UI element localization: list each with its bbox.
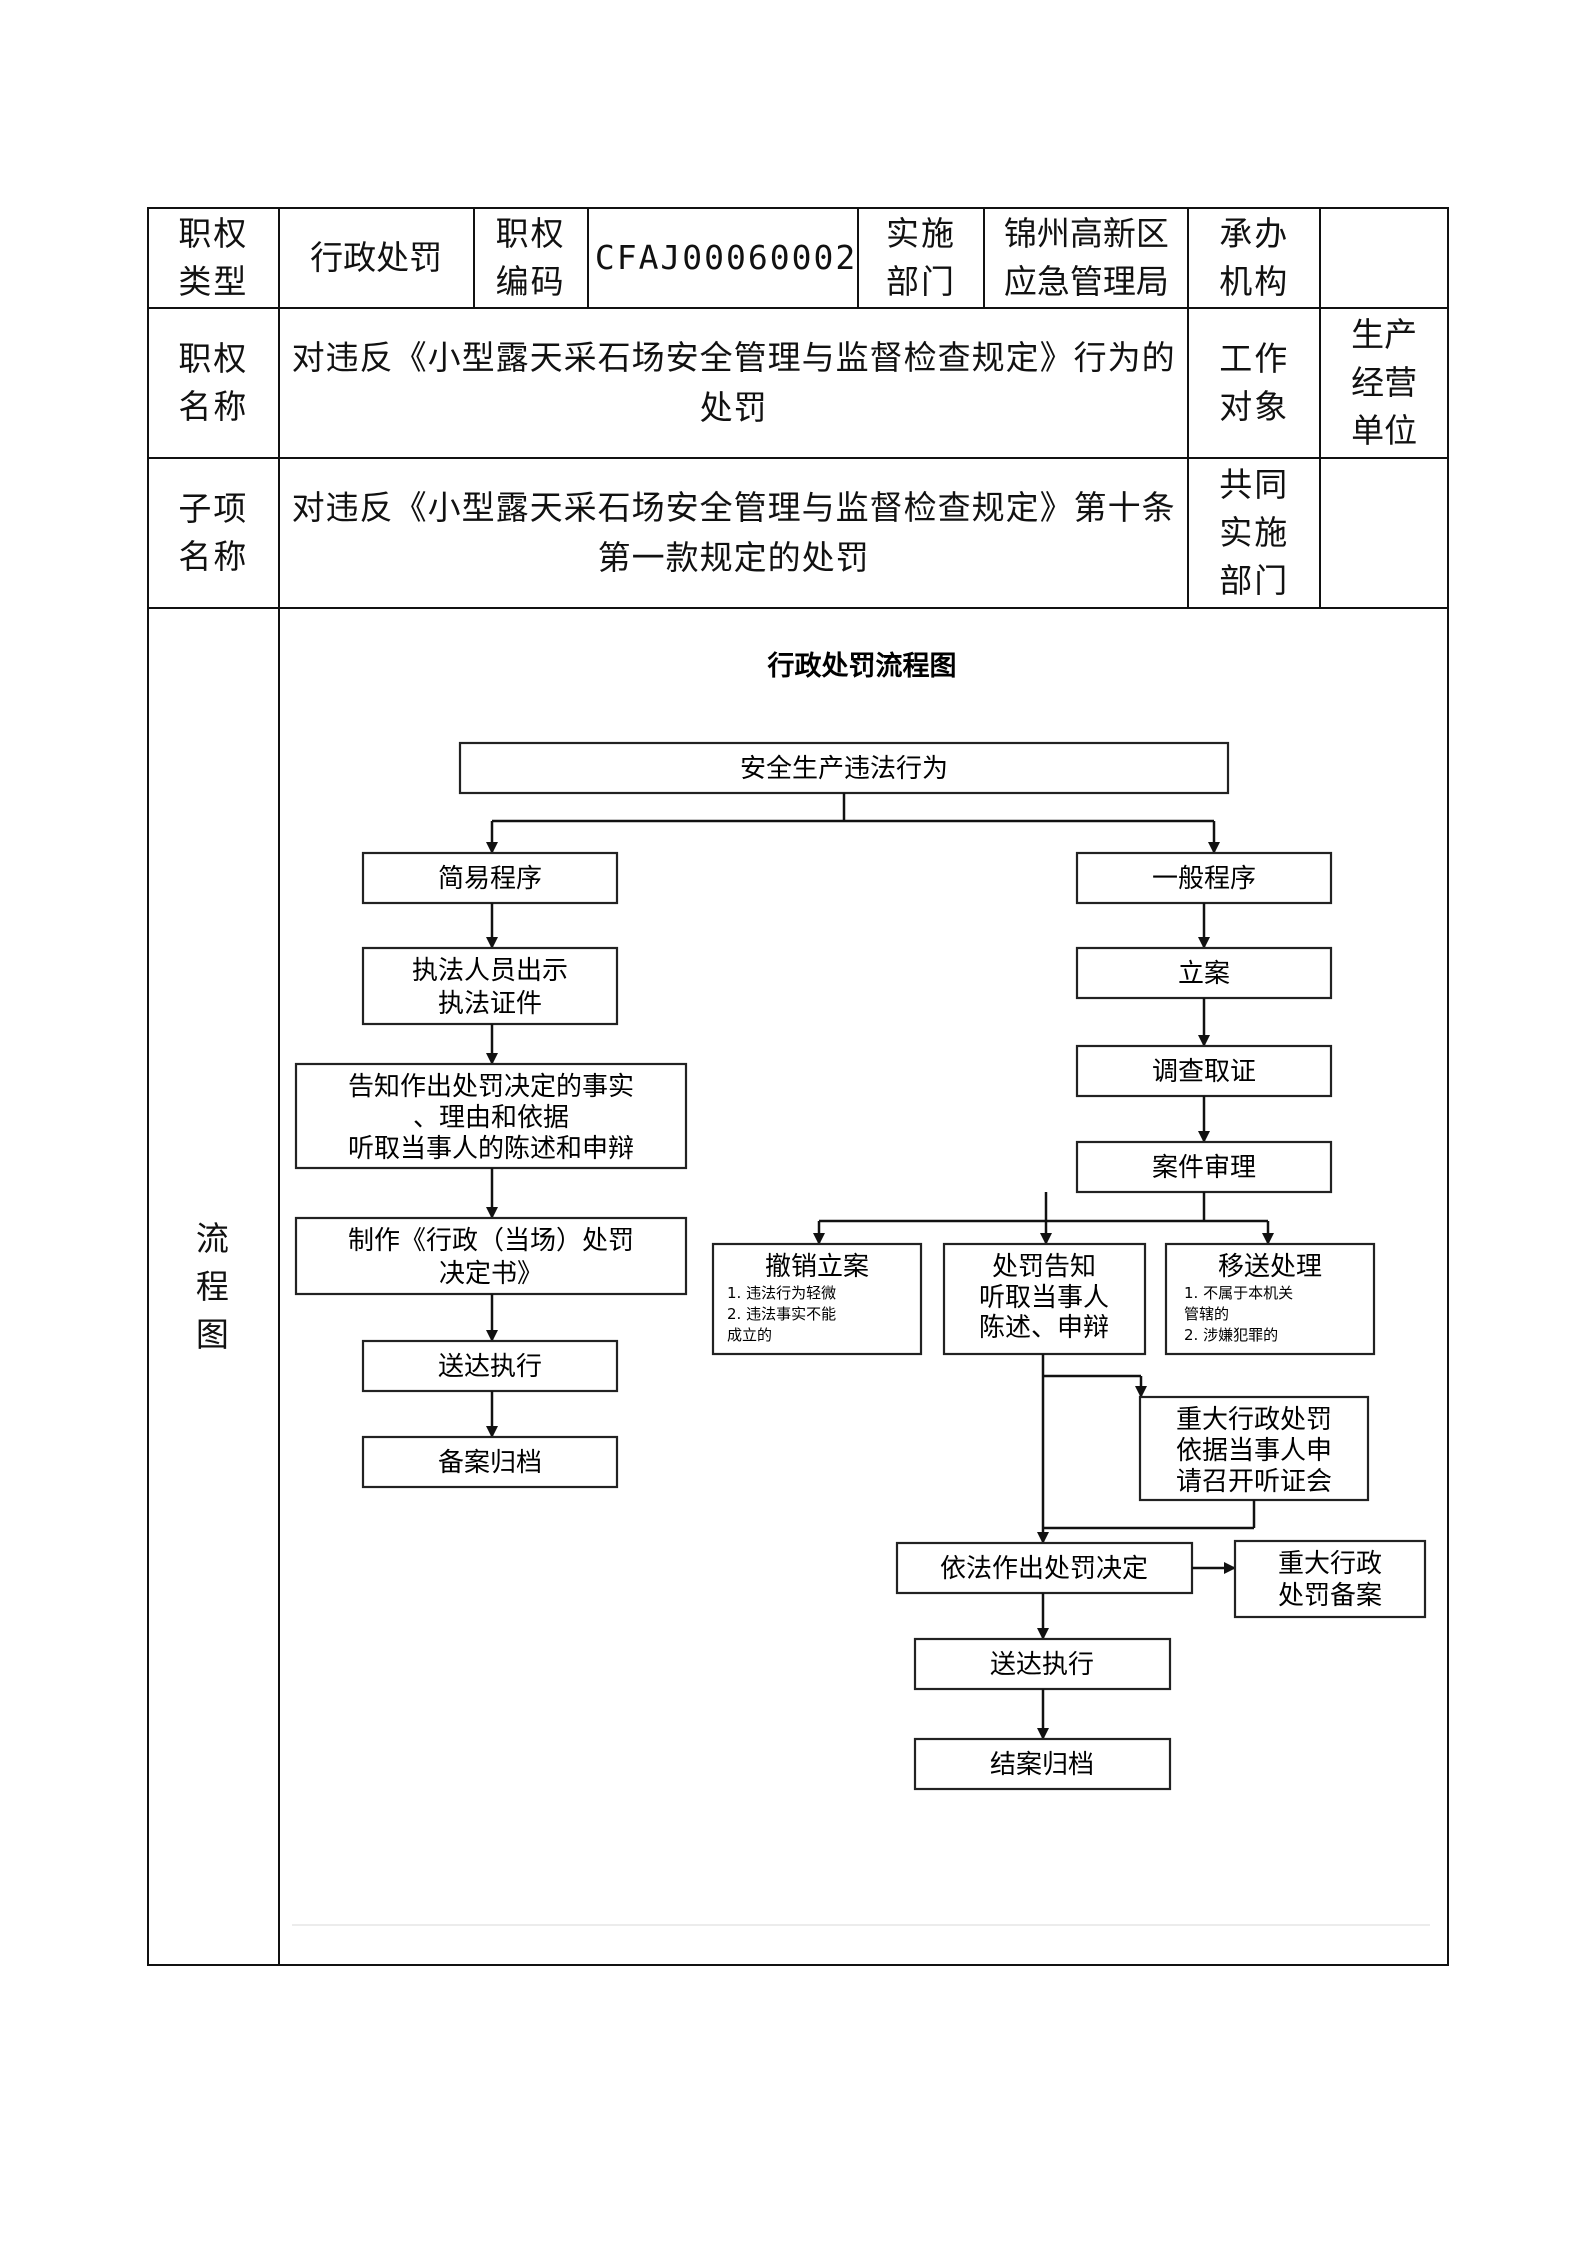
implementing-dept-value: 锦州高新区应急管理局 bbox=[983, 207, 1190, 309]
hearing-text-3: 请召开听证会 bbox=[1176, 1467, 1332, 1497]
notify-line-2: 陈述、申辩 bbox=[979, 1313, 1109, 1343]
hearing-text-1: 重大行政处罚 bbox=[1176, 1405, 1332, 1435]
authority-type-value: 行政处罚 bbox=[277, 207, 475, 309]
file-case-text: 立案 bbox=[1178, 959, 1230, 989]
authority-code-label-text: 职权编码 bbox=[495, 214, 566, 301]
simple-archive-box bbox=[361, 1435, 618, 1489]
revoke-item-3: 成立的 bbox=[727, 1326, 772, 1344]
show-id-text-1: 执法人员出示 bbox=[412, 956, 568, 986]
authority-code-value: CFAJ00060002 bbox=[586, 207, 859, 309]
make-decision-text-2: 决定书》 bbox=[439, 1259, 543, 1289]
simple-deliver-text: 送达执行 bbox=[438, 1352, 542, 1382]
authority-name-label-text: 职权名称 bbox=[178, 339, 249, 426]
investigate-box bbox=[1075, 1044, 1332, 1098]
transfer-item-2: 管辖的 bbox=[1184, 1305, 1229, 1323]
general-procedure-text: 一般程序 bbox=[1152, 864, 1256, 894]
major-record-box bbox=[1233, 1539, 1426, 1619]
general-deliver-box bbox=[913, 1637, 1171, 1691]
inform-text-3: 听取当事人的陈述和申辩 bbox=[348, 1134, 634, 1164]
subitem-name-label-text: 子项名称 bbox=[178, 489, 249, 576]
authority-type-label: 职权类型 bbox=[147, 207, 280, 309]
flowchart: 行政处罚流程图 安全生产违法行为 简易程序 执法人员出示 执法证件 告知作出 bbox=[291, 650, 1430, 1926]
close-case-text: 结案归档 bbox=[990, 1750, 1094, 1780]
start-text: 安全生产违法行为 bbox=[740, 754, 948, 784]
joint-dept-label: 共同实施部门 bbox=[1187, 457, 1322, 609]
transfer-title: 移送处理 bbox=[1218, 1252, 1322, 1282]
subitem-name-label: 子项名称 bbox=[147, 457, 280, 609]
simple-deliver-box bbox=[361, 1339, 618, 1393]
inform-text-1: 告知作出处罚决定的事实 bbox=[348, 1072, 634, 1102]
revoke-item-1: 1. 违法行为轻微 bbox=[727, 1284, 836, 1302]
general-procedure-box bbox=[1075, 851, 1332, 905]
joint-dept-label-text: 共同实施部门 bbox=[1219, 465, 1290, 600]
notify-box bbox=[942, 1242, 1146, 1356]
investigate-text: 调查取证 bbox=[1152, 1057, 1256, 1087]
implementing-dept-label-text: 实施部门 bbox=[886, 214, 957, 301]
flowchart-cell: 行政处罚流程图 安全生产违法行为 简易程序 执法人员出示 执法证件 告知作出 bbox=[277, 607, 1450, 1966]
general-deliver-text: 送达执行 bbox=[990, 1650, 1094, 1680]
flowchart-title: 行政处罚流程图 bbox=[766, 650, 956, 682]
authority-info-table: 职权类型 行政处罚 职权编码 CFAJ00060002 实施部门 锦州高新区应急… bbox=[147, 207, 1450, 1966]
hearing-text-2: 依据当事人申 bbox=[1176, 1436, 1332, 1466]
hearing-box bbox=[1138, 1395, 1369, 1502]
major-record-text-1: 重大行政 bbox=[1278, 1549, 1382, 1579]
implementing-dept-label: 实施部门 bbox=[856, 207, 986, 309]
authority-name-value: 对违反《小型露天采石场安全管理与监督检查规定》行为的处罚 bbox=[277, 307, 1190, 459]
simple-procedure-box bbox=[361, 851, 618, 905]
work-target-label: 工作对象 bbox=[1187, 307, 1322, 459]
show-id-box bbox=[361, 946, 618, 1026]
close-case-box bbox=[913, 1737, 1171, 1791]
notify-line-1: 听取当事人 bbox=[979, 1283, 1109, 1313]
revoke-box bbox=[711, 1242, 922, 1356]
simple-archive-text: 备案归档 bbox=[438, 1448, 542, 1478]
revoke-item-2: 2. 违法事实不能 bbox=[727, 1305, 836, 1323]
handling-org-value bbox=[1319, 207, 1449, 309]
inform-box bbox=[294, 1062, 687, 1170]
inform-text-2: 、理由和依据 bbox=[413, 1103, 569, 1133]
make-decision-box bbox=[294, 1216, 687, 1296]
make-decision-text-1: 制作《行政（当场）处罚 bbox=[348, 1226, 634, 1256]
flowchart-label: 流程图 bbox=[147, 607, 280, 1966]
work-target-value-text: 生产经营单位 bbox=[1351, 315, 1418, 450]
show-id-text-2: 执法证件 bbox=[438, 989, 542, 1019]
transfer-item-3: 2. 涉嫌犯罪的 bbox=[1184, 1326, 1278, 1344]
major-record-text-2: 处罚备案 bbox=[1278, 1581, 1382, 1611]
revoke-title: 撤销立案 bbox=[765, 1252, 869, 1282]
review-text: 案件审理 bbox=[1152, 1153, 1256, 1183]
transfer-item-1: 1. 不属于本机关 bbox=[1184, 1284, 1293, 1302]
start-box bbox=[458, 741, 1229, 795]
authority-name-label: 职权名称 bbox=[147, 307, 280, 459]
authority-code-label: 职权编码 bbox=[472, 207, 589, 309]
transfer-box bbox=[1164, 1242, 1375, 1356]
handling-org-label: 承办机构 bbox=[1187, 207, 1322, 309]
flowchart-label-text: 流程图 bbox=[195, 1218, 231, 1354]
decide-text: 依法作出处罚决定 bbox=[940, 1554, 1148, 1584]
implementing-dept-value-text: 锦州高新区应急管理局 bbox=[1003, 214, 1169, 301]
authority-type-label-text: 职权类型 bbox=[178, 214, 249, 301]
work-target-value: 生产经营单位 bbox=[1319, 307, 1449, 459]
decide-box bbox=[895, 1541, 1193, 1595]
subitem-name-value: 对违反《小型露天采石场安全管理与监督检查规定》第十条第一款规定的处罚 bbox=[277, 457, 1190, 609]
simple-procedure-text: 简易程序 bbox=[438, 864, 542, 894]
file-case-box bbox=[1075, 946, 1332, 1000]
handling-org-label-text: 承办机构 bbox=[1219, 214, 1290, 301]
joint-dept-value bbox=[1319, 457, 1449, 609]
notify-title: 处罚告知 bbox=[992, 1252, 1096, 1282]
work-target-label-text: 工作对象 bbox=[1219, 339, 1290, 426]
